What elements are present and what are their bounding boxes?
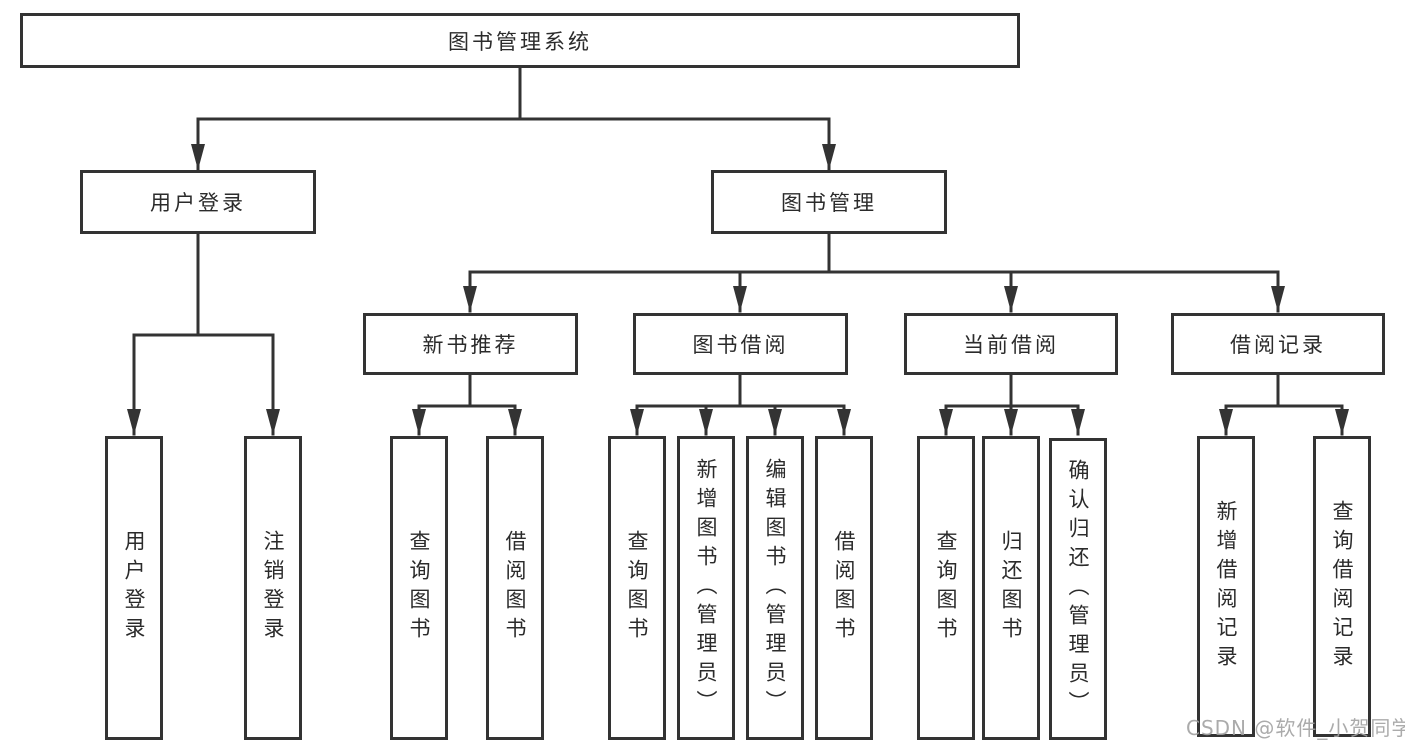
csdn-watermark: CSDN @软件_小贺同学	[1186, 716, 1405, 740]
node-new-book-recommend: 新书推荐	[363, 313, 578, 375]
node-current-borrow: 当前借阅	[904, 313, 1118, 375]
node-book-borrow: 图书借阅	[633, 313, 848, 375]
leaf-edit-book-admin: 编辑图书（管理员）	[746, 436, 804, 740]
leaf-query-borrow-record: 查询借阅记录	[1313, 436, 1371, 737]
node-borrow-record: 借阅记录	[1171, 313, 1385, 375]
node-book-management: 图书管理	[711, 170, 947, 234]
leaf-user-login: 用户登录	[105, 436, 163, 740]
leaf-query-book-1: 查询图书	[390, 436, 448, 740]
leaf-logout-login: 注销登录	[244, 436, 302, 740]
leaf-borrow-book-1: 借阅图书	[486, 436, 544, 740]
leaf-query-book-3: 查询图书	[917, 436, 975, 740]
node-root-system: 图书管理系统	[20, 13, 1020, 68]
leaf-add-borrow-record: 新增借阅记录	[1197, 436, 1255, 737]
leaf-borrow-book-2: 借阅图书	[815, 436, 873, 740]
leaf-confirm-return-admin: 确认归还（管理员）	[1049, 438, 1107, 740]
leaf-add-book-admin: 新增图书（管理员）	[677, 436, 735, 740]
node-user-login: 用户登录	[80, 170, 316, 234]
leaf-query-book-2: 查询图书	[608, 436, 666, 740]
leaf-return-book: 归还图书	[982, 436, 1040, 740]
